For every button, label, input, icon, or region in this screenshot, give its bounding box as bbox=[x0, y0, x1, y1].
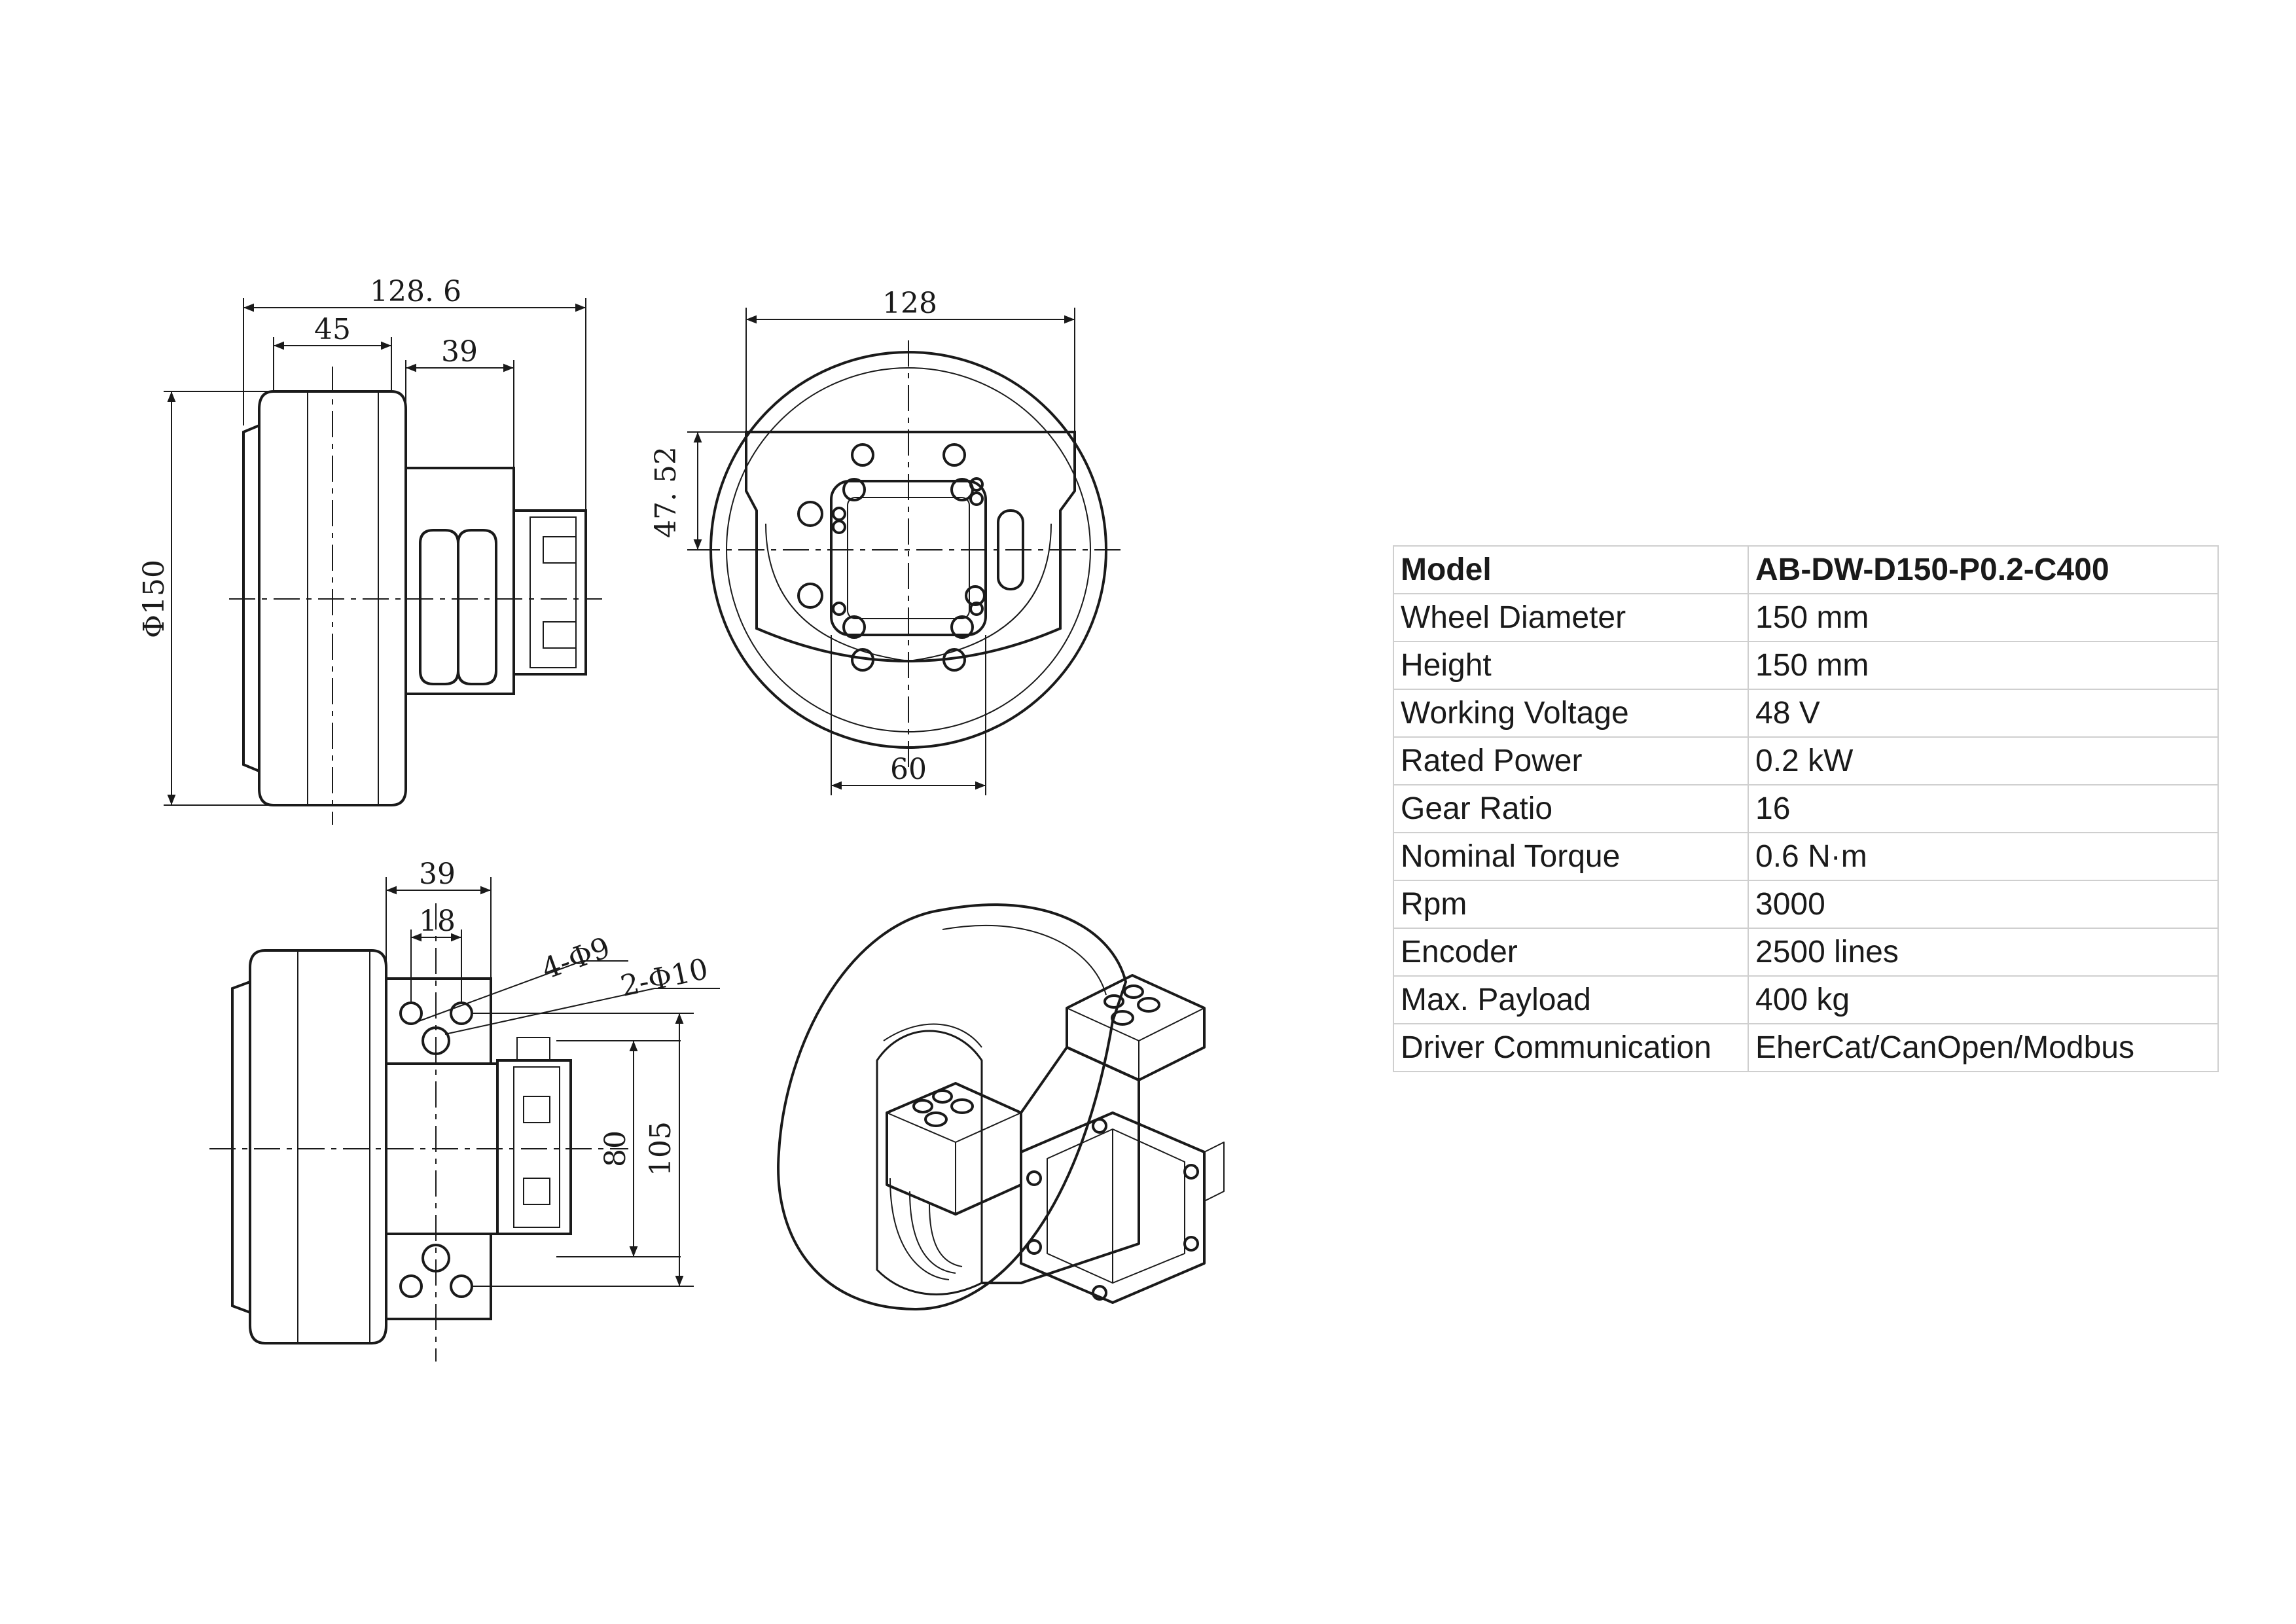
dim-45-label: 45 bbox=[314, 313, 351, 346]
dim-47-52-label: 47. 52 bbox=[649, 446, 683, 538]
spec-row: Max. Payload 400 kg bbox=[1393, 975, 2219, 1024]
spec-label: Rpm bbox=[1393, 880, 1749, 929]
spec-row: Nominal Torque 0.6 N·m bbox=[1393, 832, 2219, 881]
spec-label: Height bbox=[1393, 641, 1749, 690]
spec-value: 2500 lines bbox=[1748, 928, 2219, 977]
spec-label: Nominal Torque bbox=[1393, 832, 1749, 881]
spec-row: Working Voltage 48 V bbox=[1393, 689, 2219, 738]
side-view bbox=[164, 298, 602, 825]
spec-value: 16 bbox=[1748, 784, 2219, 833]
spec-value: 400 kg bbox=[1748, 975, 2219, 1024]
spec-label: Driver Communication bbox=[1393, 1023, 1749, 1072]
dim-105-label: 105 bbox=[644, 1121, 677, 1176]
spec-table: Model AB-DW-D150-P0.2-C400 Wheel Diamete… bbox=[1393, 545, 2219, 1072]
spec-value: 150 mm bbox=[1748, 593, 2219, 642]
spec-label: Max. Payload bbox=[1393, 975, 1749, 1024]
spec-label: Model bbox=[1393, 545, 1749, 594]
dim-phi150-label: Φ150 bbox=[137, 560, 171, 638]
spec-value: 3000 bbox=[1748, 880, 2219, 929]
dim-18-label: 18 bbox=[419, 905, 456, 938]
spec-value: 0.2 kW bbox=[1748, 736, 2219, 785]
dim-39-label: 39 bbox=[441, 335, 478, 369]
spec-value: EherCat/CanOpen/Modbus bbox=[1748, 1023, 2219, 1072]
spec-row: Wheel Diameter 150 mm bbox=[1393, 593, 2219, 642]
dim-128-6-label: 128. 6 bbox=[370, 275, 461, 308]
spec-row: Driver Communication EherCat/CanOpen/Mod… bbox=[1393, 1023, 2219, 1072]
isometric-view bbox=[777, 903, 1225, 1310]
spec-label: Wheel Diameter bbox=[1393, 593, 1749, 642]
spec-value: 0.6 N·m bbox=[1748, 832, 2219, 881]
spec-row-model: Model AB-DW-D150-P0.2-C400 bbox=[1393, 545, 2219, 594]
spec-value: 48 V bbox=[1748, 689, 2219, 738]
spec-row: Height 150 mm bbox=[1393, 641, 2219, 690]
spec-value: AB-DW-D150-P0.2-C400 bbox=[1748, 545, 2219, 594]
dim-128-label: 128 bbox=[882, 287, 937, 320]
dim-4-phi9-label: 4-Φ9 bbox=[537, 931, 615, 986]
spec-label: Working Voltage bbox=[1393, 689, 1749, 738]
spec-value: 150 mm bbox=[1748, 641, 2219, 690]
spec-row: Encoder 2500 lines bbox=[1393, 928, 2219, 977]
spec-row: Gear Ratio 16 bbox=[1393, 784, 2219, 833]
spec-label: Gear Ratio bbox=[1393, 784, 1749, 833]
spec-label: Encoder bbox=[1393, 928, 1749, 977]
dim-2-phi10-label: 2-Φ10 bbox=[618, 952, 711, 1003]
bottom-view bbox=[209, 877, 720, 1362]
dim-39-bottom-label: 39 bbox=[419, 857, 456, 891]
dim-80-label: 80 bbox=[599, 1130, 632, 1167]
spec-row: Rated Power 0.2 kW bbox=[1393, 736, 2219, 785]
spec-label: Rated Power bbox=[1393, 736, 1749, 785]
front-view bbox=[687, 308, 1126, 795]
dim-60-label: 60 bbox=[890, 753, 927, 786]
spec-row: Rpm 3000 bbox=[1393, 880, 2219, 929]
